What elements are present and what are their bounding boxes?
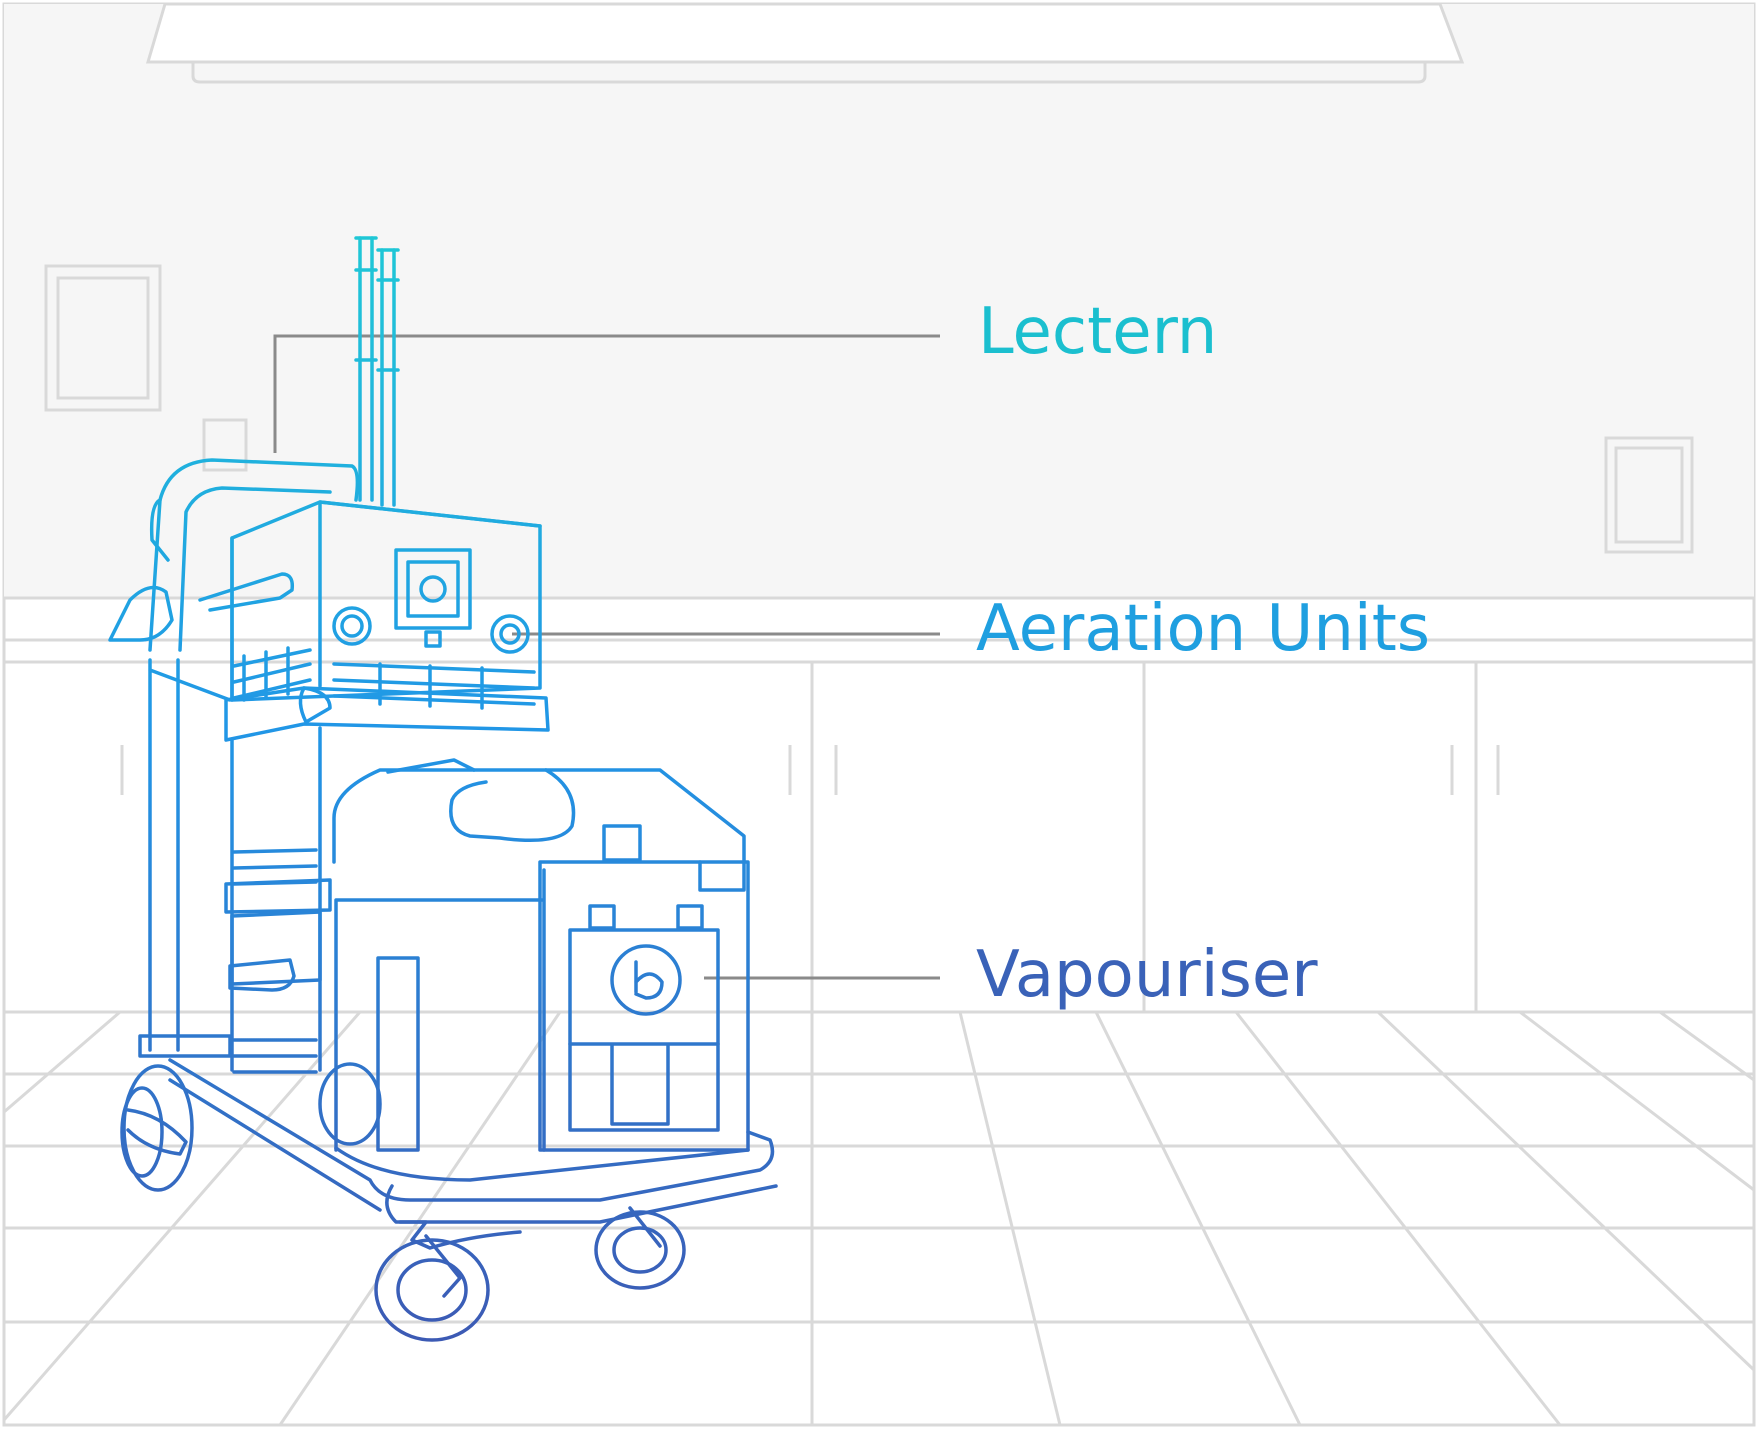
aeration-unit-top [224, 500, 550, 742]
lectern-label: Lectern [978, 295, 1218, 369]
leader-lines [273, 334, 940, 980]
wall-frame-right [1604, 436, 1694, 554]
vapouriser-label: Vapouriser [976, 938, 1318, 1012]
disinfection-cart [108, 236, 778, 1342]
back-wall [4, 4, 1754, 598]
vapouriser-unit [332, 758, 750, 1182]
lectern-frame [108, 458, 360, 1058]
ceiling-light [145, 2, 1465, 64]
wall-switch-left [202, 418, 248, 472]
aeration-unit-lower [224, 726, 332, 1074]
chassis [120, 1058, 778, 1342]
wall-frame-left [44, 264, 162, 412]
lectern-poles [354, 236, 400, 507]
aeration-units-label: Aeration Units [976, 592, 1431, 666]
cabinets [120, 662, 1500, 1012]
floor-tiles [2, 1010, 1756, 1426]
lectern-leader [273, 334, 940, 453]
